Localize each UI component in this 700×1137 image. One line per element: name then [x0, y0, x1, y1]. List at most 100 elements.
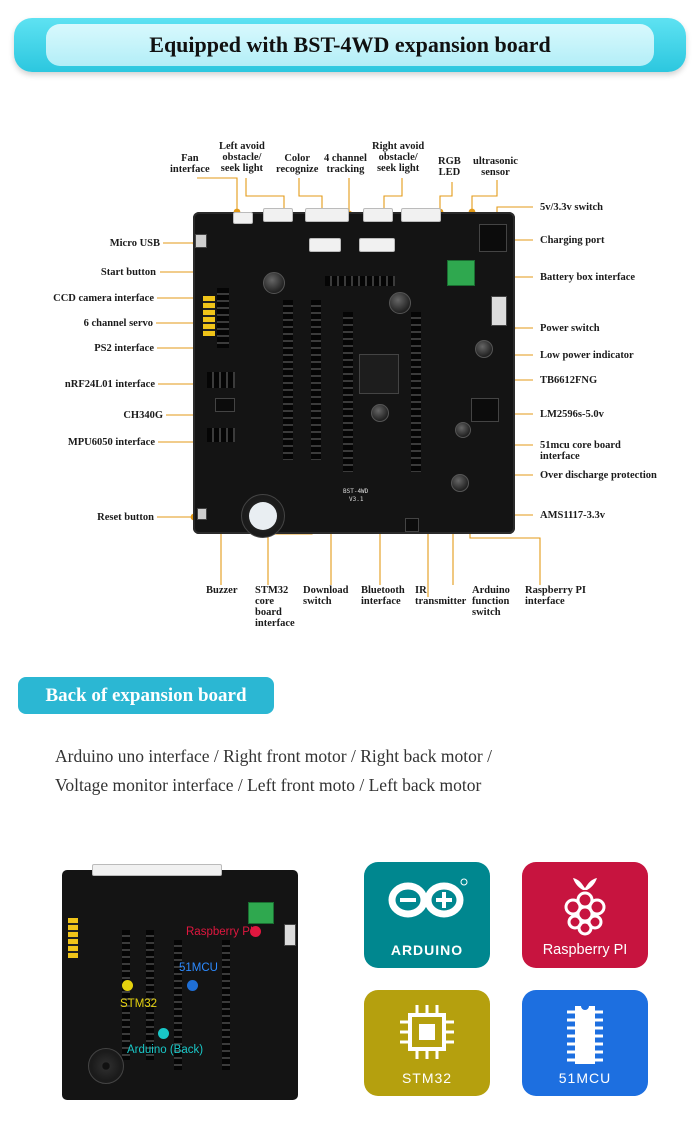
- label-ams1117: AMS1117-3.3v: [540, 510, 606, 521]
- label-download-switch: Download switch: [303, 585, 349, 607]
- tb6612-area: [359, 354, 399, 394]
- charging-port: [479, 224, 507, 252]
- capacitor: [475, 340, 493, 358]
- label-ps2: PS2 interface: [94, 343, 154, 354]
- small-board-image: [62, 864, 298, 1100]
- label-servo: 6 channel servo: [83, 318, 153, 329]
- title-banner: Equipped with BST-4WD expansion board: [14, 18, 686, 72]
- reset-button-part: [197, 508, 207, 520]
- label-left-avoid: Left avoid obstacle/ seek light: [219, 141, 265, 174]
- label-micro-usb: Micro USB: [109, 238, 160, 249]
- top-pin-row: [325, 276, 395, 286]
- tile-stm32: STM32: [364, 990, 490, 1096]
- small-buzzer: [88, 1048, 124, 1084]
- small-power-switch: [284, 924, 296, 946]
- micro-usb-port: [195, 234, 207, 248]
- label-51mcu-core: 51mcu core board interface: [540, 440, 621, 462]
- raspberry-logo-icon: [564, 878, 606, 936]
- capacitor-3: [451, 474, 469, 492]
- buzzer-part: [241, 494, 285, 538]
- label-buzzer: Buzzer: [206, 585, 238, 596]
- servo-pins: [203, 296, 215, 336]
- label-nrf24l01: nRF24L01 interface: [64, 379, 155, 390]
- sensor-connector: [359, 238, 395, 252]
- capacitor-2: [455, 422, 471, 438]
- tile-arduino: ARDUINO: [364, 862, 490, 968]
- ir-part: [405, 518, 419, 532]
- small-label-stm32: STM32: [120, 998, 158, 1010]
- arduino-logo-icon: [388, 878, 468, 918]
- label-power-switch: Power switch: [540, 323, 600, 334]
- board-version-text: V3.1: [349, 496, 364, 503]
- lm2596-regulator: [471, 398, 499, 422]
- label-charging-port: Charging port: [540, 235, 605, 246]
- core51-header-right: [411, 312, 421, 472]
- arduino-marker-dot: [158, 1028, 169, 1039]
- label-ir-transmitter: IR transmitter: [415, 585, 467, 607]
- tile-51mcu: 51MCU: [522, 990, 648, 1096]
- tile-raspberry-label: Raspberry PI: [542, 942, 628, 958]
- hole-top-right: [389, 292, 411, 314]
- tile-stm32-label: STM32: [401, 1070, 453, 1086]
- nrf-pins: [207, 372, 235, 388]
- battery-terminal: [447, 260, 475, 286]
- mpu-pins: [207, 428, 235, 442]
- small-label-51mcu: 51MCU: [179, 962, 218, 974]
- label-start-button: Start button: [100, 267, 156, 278]
- label-fan-interface: Fan interface: [170, 153, 210, 175]
- small-label-rpi: Raspberry PI: [186, 926, 254, 938]
- label-color-recognize: Color recognize: [276, 153, 319, 175]
- small-header-1: [122, 930, 130, 1060]
- 51mcu-marker-dot: [187, 980, 198, 991]
- label-5v-switch: 5v/3.3v switch: [540, 202, 603, 213]
- fan-connector: [233, 212, 253, 224]
- rgb-connector: [401, 208, 441, 222]
- label-rgb-led: RGB LED: [438, 156, 461, 178]
- small-servo-pins: [68, 918, 78, 958]
- label-ultrasonic: ultrasonic sensor: [473, 156, 518, 178]
- tile-raspberry-pi: Raspberry PI: [522, 862, 648, 968]
- label-tracking: 4 channel tracking: [324, 153, 367, 175]
- tracking-connector: [305, 208, 349, 222]
- label-ccd-camera: CCD camera interface: [53, 293, 154, 304]
- tile-51mcu-label: 51MCU: [558, 1070, 612, 1086]
- label-mpu6050: MPU6050 interface: [67, 437, 155, 448]
- stm32-header-right: [311, 300, 321, 460]
- color-connector: [309, 238, 341, 252]
- rpi-marker-dot: [250, 926, 261, 937]
- stm32-header-left: [283, 300, 293, 460]
- small-battery-terminal: [248, 902, 274, 924]
- power-switch: [491, 296, 507, 326]
- label-raspberry-pi: Raspberry PI interface: [525, 585, 586, 607]
- label-tb6612fng: TB6612FNG: [540, 375, 598, 386]
- section-heading-back: Back of expansion board: [18, 677, 274, 714]
- label-reset-button: Reset button: [97, 512, 154, 523]
- page-title: Equipped with BST-4WD expansion board: [46, 24, 654, 66]
- back-description-line1: Arduino uno interface / Right front moto…: [55, 746, 492, 766]
- bst-4wd-board: BST-4WD V3.1: [193, 208, 515, 538]
- left-avoid-connector: [263, 208, 293, 222]
- core51-header-left: [343, 312, 353, 472]
- ccd-pins: [217, 288, 229, 348]
- label-right-avoid: Right avoid obstacle/ seek light: [372, 141, 425, 174]
- back-description-line2: Voltage monitor interface / Left front m…: [55, 775, 482, 795]
- right-avoid-connector: [363, 208, 393, 222]
- small-header-2: [146, 930, 154, 1060]
- hole-top-left: [263, 272, 285, 294]
- dip-chip-icon: [567, 1006, 603, 1064]
- board-model-text: BST-4WD: [343, 488, 369, 495]
- label-battery-box: Battery box interface: [540, 272, 636, 283]
- small-label-arduino: Arduino (Back): [127, 1044, 204, 1056]
- buzzer-sticker: [249, 502, 277, 530]
- label-arduino-switch: Arduino function switch: [472, 585, 510, 618]
- label-low-power: Low power indicator: [540, 350, 634, 361]
- label-stm32-core: STM32 core board interface: [255, 585, 295, 629]
- chip-icon: [400, 1005, 454, 1059]
- stm32-marker-dot: [122, 980, 133, 991]
- center-cap: [371, 404, 389, 422]
- small-header-4: [222, 940, 230, 1070]
- small-top-connectors: [92, 864, 222, 876]
- ch340g-chip: [215, 398, 235, 412]
- small-header-3: [174, 940, 182, 1070]
- label-lm2596: LM2596s-5.0v: [540, 409, 604, 420]
